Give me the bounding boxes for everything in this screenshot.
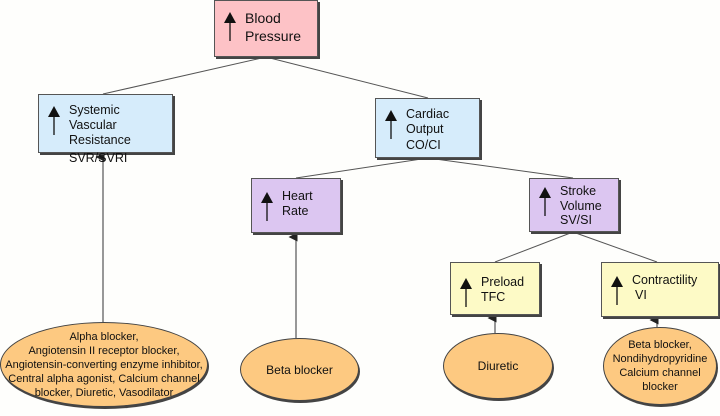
treatment-line: blocker, Diuretic, Vasodilator	[34, 386, 174, 399]
edge-co-hr	[295, 157, 429, 179]
edge-co-sv	[427, 157, 574, 179]
edge-sv-contractility	[572, 231, 658, 263]
node-cardiac-output: Cardiac Output CO/CI	[375, 98, 480, 158]
node-stroke-volume: Stroke Volume SV/SI	[529, 178, 619, 232]
treatment-line: Angiotensin II receptor blocker,	[28, 344, 180, 357]
treatment-oval-heart-rate: Beta blocker	[240, 338, 359, 401]
edge-bp-co	[265, 56, 429, 99]
treatment-line: Calcium channel	[619, 367, 701, 379]
node-label: Preload	[481, 275, 525, 289]
node-label: Cardiac	[406, 107, 450, 121]
treatment-oval-svr: Alpha blocker, Angiotensin II receptor b…	[0, 322, 208, 407]
node-heart-rate: Heart Rate	[251, 178, 341, 233]
node-label: Rate	[282, 204, 309, 218]
node-systemic-vascular-resistance: Systemic Vascular Resistance SVR/SVRI	[38, 94, 173, 165]
up-arrow-icon	[460, 278, 472, 307]
node-abbreviation: SVR/SVRI	[69, 151, 128, 165]
node-label: Blood	[245, 10, 281, 26]
node-abbreviation: TFC	[481, 290, 506, 304]
treatment-line: Alpha blocker,	[69, 330, 139, 343]
node-preload: Preload TFC	[450, 262, 540, 315]
node-abbreviation: CO/CI	[406, 138, 441, 152]
up-arrow-icon	[611, 276, 623, 305]
treatment-line: Central alpha agonist, Calcium channel	[8, 372, 200, 385]
edge-sv-preload	[494, 231, 574, 263]
node-abbreviation: SV/SI	[560, 213, 592, 227]
treatment-line: Beta blocker	[266, 362, 333, 377]
edge-bp-svr	[102, 56, 267, 95]
node-abbreviation: VI	[635, 288, 647, 302]
treatment-oval-preload: Diuretic	[443, 333, 553, 399]
node-blood-pressure: Blood Pressure	[214, 0, 318, 57]
node-contractility: Contractility VI	[601, 262, 719, 317]
treatment-line: Beta blocker,	[628, 339, 692, 351]
up-arrow-icon	[48, 106, 60, 135]
node-label: Pressure	[245, 28, 302, 44]
node-label: Output	[406, 122, 444, 136]
up-arrow-icon	[224, 12, 236, 41]
treatment-line: Diuretic	[477, 359, 519, 373]
node-label: Contractility	[632, 273, 698, 287]
node-label: Stroke	[560, 184, 597, 198]
treatment-line: blocker	[642, 381, 678, 393]
treatment-oval-contractility: Beta blocker, Nondihydropyridine Calcium…	[603, 327, 717, 405]
treatment-line: Nondihydropyridine	[612, 353, 708, 365]
node-label: Heart	[282, 189, 313, 203]
up-arrow-icon	[539, 187, 551, 216]
up-arrow-icon	[385, 110, 397, 139]
node-label: Volume	[560, 198, 602, 213]
node-label: Resistance	[69, 133, 131, 147]
node-label: Systemic Vascular	[69, 103, 120, 132]
up-arrow-icon	[261, 192, 273, 221]
treatment-line: Angiotensin-converting enzyme inhibitor,	[5, 358, 203, 371]
